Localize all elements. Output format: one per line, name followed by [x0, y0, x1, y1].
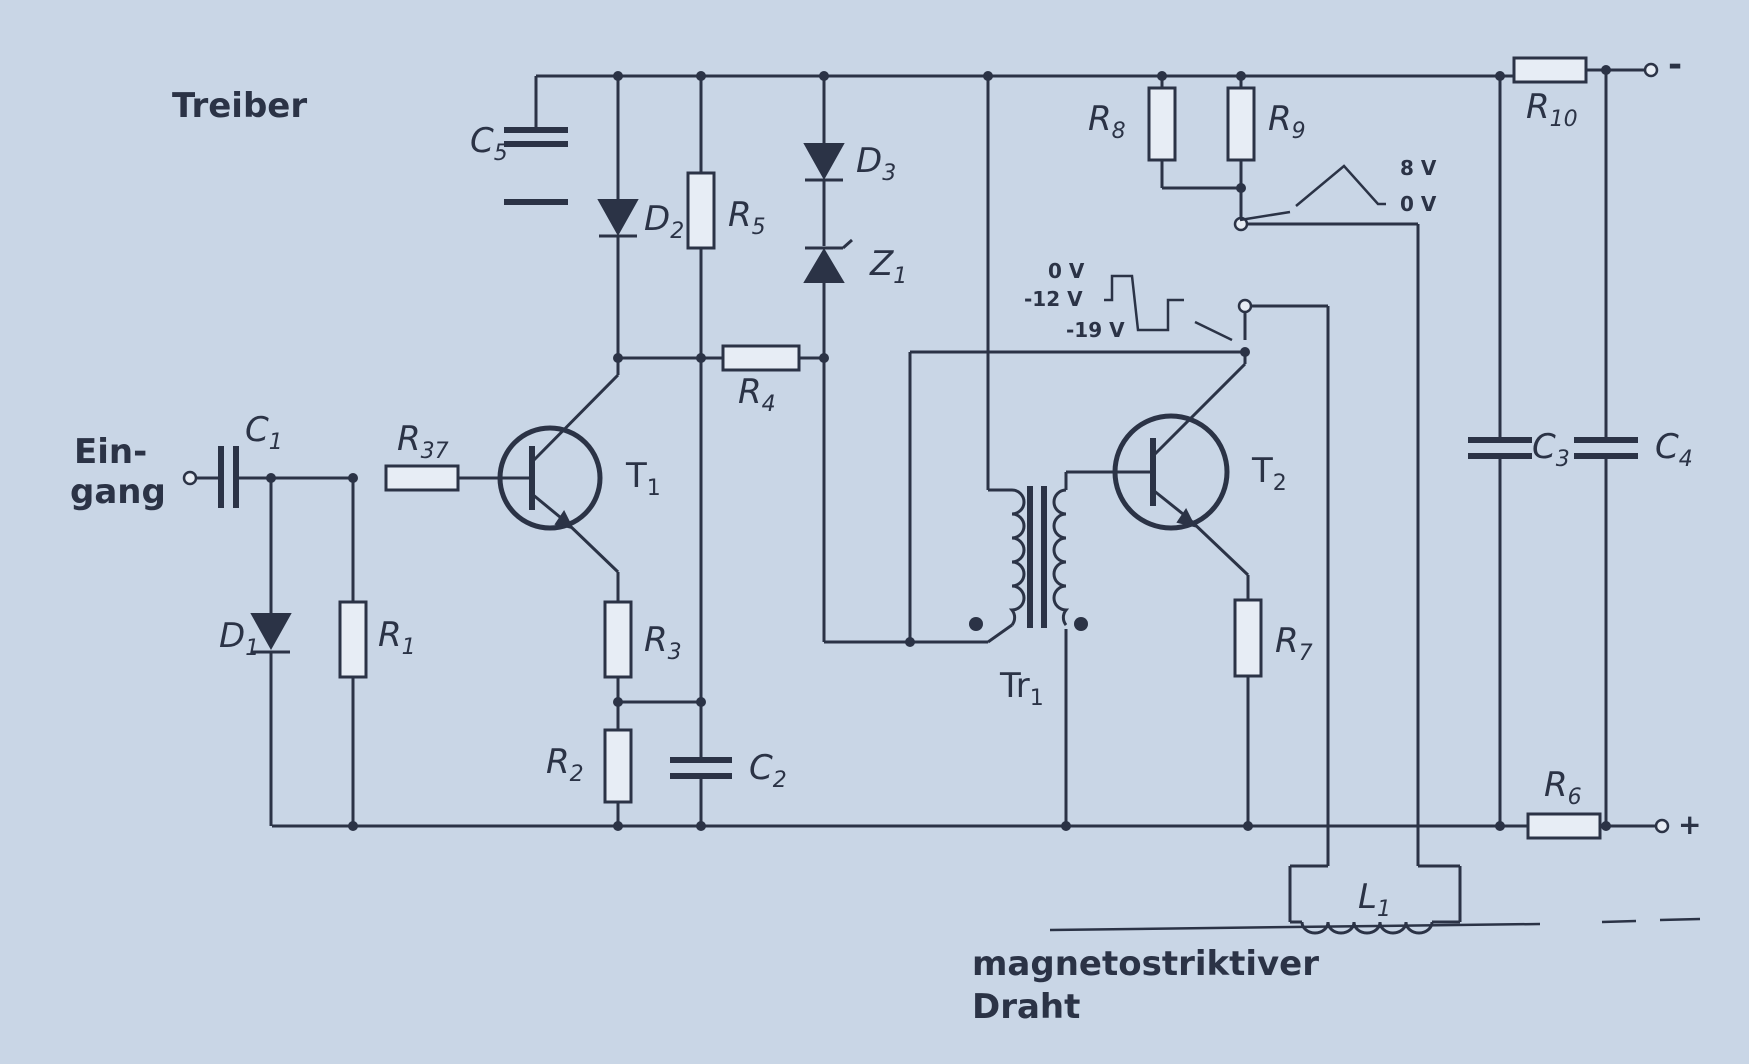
label-c5: C5: [470, 121, 508, 166]
node-r8-r9: [1236, 183, 1246, 193]
label-c1: C1: [245, 410, 283, 455]
label-l1: L1: [1358, 877, 1391, 922]
label-r9: R9: [1268, 99, 1306, 144]
diode-d1: [250, 478, 292, 826]
input-terminal: [182, 470, 219, 486]
terminal-plus: [1654, 818, 1670, 834]
label-r2: R2: [546, 742, 584, 787]
diagram-title: Treiber: [172, 86, 307, 126]
resistor-r8: [1147, 76, 1241, 190]
resistor-r7: [1233, 598, 1263, 826]
label-tr1: Tr1: [999, 666, 1044, 711]
switch-contact-r9: [1233, 210, 1420, 866]
resistor-r1: [338, 478, 368, 826]
label-c4: C4: [1655, 427, 1693, 472]
label-t2: T2: [1251, 451, 1287, 496]
terminal-plus-label: +: [1678, 808, 1701, 841]
resistor-r4: [618, 344, 824, 372]
capacitor-c4: [1574, 70, 1638, 826]
label-r6: R6: [1544, 765, 1582, 810]
wave-label-12v: -12 V: [1024, 287, 1083, 311]
transistor-t2: [1112, 352, 1250, 600]
pulse-indicator: [1295, 164, 1386, 207]
label-r3: R3: [644, 620, 682, 665]
diode-d3: [803, 76, 845, 246]
resistor-r3: [603, 600, 633, 730]
wire-label-1: magnetostriktiver: [972, 944, 1319, 984]
label-r37: R37: [397, 419, 449, 464]
capacitor-c3: [1468, 76, 1532, 826]
terminal-minus-label: -: [1668, 45, 1682, 85]
diode-d2: [597, 76, 639, 358]
node-c3-plus: [1495, 821, 1505, 831]
label-r1: R1: [378, 615, 416, 660]
label-r5: R5: [728, 195, 766, 240]
transformer-secondary-wiring: [1064, 470, 1122, 826]
magnetostrictive-wire: [1049, 917, 1701, 932]
node-r2-rail: [613, 821, 623, 831]
label-r10: R10: [1526, 87, 1578, 132]
label-d1: D1: [219, 616, 259, 661]
label-d3: D3: [856, 141, 896, 186]
wave-label-19v: -19 V: [1066, 318, 1125, 342]
label-r4: R4: [738, 372, 776, 417]
capacitor-c2: [670, 757, 732, 826]
node-r5-r4: [696, 353, 706, 363]
resistor-r9: [1226, 76, 1256, 218]
transistor-t1: [497, 358, 620, 602]
node-tr-loop: [905, 637, 915, 647]
resistor-r6: [1526, 812, 1602, 840]
resistor-r2: [603, 728, 633, 826]
transformer-tr1: [969, 486, 1088, 631]
label-d2: D2: [644, 199, 684, 244]
capacitor-c1: [218, 446, 352, 508]
node-r5-c2: [696, 697, 706, 707]
pulse-label-8v: 8 V: [1400, 156, 1437, 180]
resistor-r5: [686, 76, 716, 758]
node-r6-c4: [1601, 821, 1611, 831]
wave-label-0v: 0 V: [1048, 259, 1085, 283]
node-c2-rail: [696, 821, 706, 831]
label-r7: R7: [1275, 621, 1313, 666]
label-c3: C3: [1532, 427, 1570, 472]
node-z1-r4: [819, 353, 829, 363]
resistor-r10: [1512, 56, 1588, 84]
label-c2: C2: [749, 748, 787, 793]
node-tr-plus: [1061, 821, 1071, 831]
switch-contact-t2: [1194, 298, 1330, 866]
node-r7-rail: [1243, 821, 1253, 831]
label-r8: R8: [1088, 99, 1126, 144]
zener-z1: [803, 238, 853, 642]
node-tr-rail: [983, 71, 993, 81]
capacitor-c5: [504, 76, 568, 205]
pulse-label-0v: 0 V: [1400, 192, 1437, 216]
label-z1: Z1: [869, 244, 907, 289]
label-t1: T1: [625, 456, 661, 501]
wire-label-2: Draht: [972, 987, 1080, 1027]
node-t2-collector: [1240, 347, 1250, 357]
terminal-minus: [1643, 62, 1659, 78]
node-r1-rail: [348, 821, 358, 831]
input-label-1: Ein-: [74, 432, 147, 472]
input-label-2: gang: [70, 472, 166, 512]
square-wave-indicator: [1104, 274, 1184, 332]
